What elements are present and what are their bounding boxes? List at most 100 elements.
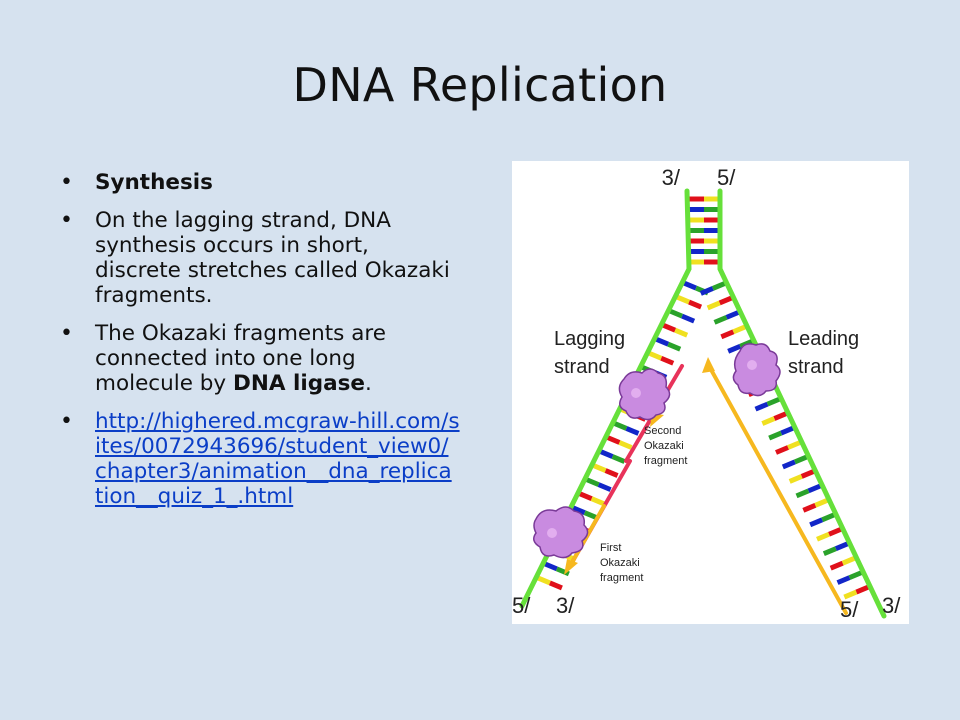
base-pair-half	[802, 503, 817, 513]
left-parental-strand	[519, 188, 692, 609]
polymerase-first-fragment	[533, 506, 589, 559]
base-pair-half	[655, 336, 670, 347]
leading-new-strand	[707, 364, 848, 615]
base-pair-half	[688, 299, 703, 310]
base-pair-half	[843, 589, 858, 600]
label-leading-line2: strand	[788, 356, 844, 378]
polymerase-second-fragment	[618, 368, 671, 421]
label-first-okazaki-3: fragment	[600, 572, 643, 584]
bullet-list: Synthesis On the lagging strand, DNA syn…	[60, 170, 460, 522]
label-top-5prime: 5/	[717, 165, 736, 190]
bullet-ligase-pre: The Okazaki fragments are connected into…	[95, 321, 386, 396]
label-top-3prime: 3/	[662, 165, 681, 190]
base-pair-half	[725, 310, 740, 320]
replication-fork-diagram: 3/ 5/ Lagging strand Leading strand Seco…	[512, 165, 901, 622]
base-pair-half	[683, 280, 698, 291]
base-pair-half	[604, 468, 619, 478]
base-pair-half	[787, 440, 801, 450]
base-pair-half	[754, 401, 769, 412]
base-pair-half	[536, 575, 551, 586]
base-pair-half	[727, 343, 742, 354]
base-pair-half	[788, 474, 803, 484]
base-pair-half	[548, 580, 563, 591]
label-first-okazaki-2: Okazaki	[600, 557, 640, 569]
arrow-leading	[702, 357, 715, 373]
base-pair-half	[660, 355, 675, 366]
base-pair-half	[768, 430, 783, 441]
base-pair-half	[828, 526, 842, 537]
base-pair-half	[761, 416, 776, 426]
base-pair-half	[781, 459, 796, 470]
base-pair-half	[681, 313, 696, 324]
base-pair-half	[780, 425, 795, 436]
base-pair-half	[816, 531, 830, 542]
base-pair-half	[821, 512, 836, 523]
base-pair-half	[766, 396, 781, 407]
label-bottom-right-3prime: 3/	[882, 593, 901, 618]
label-bottom-right-5prime: 5/	[840, 597, 859, 622]
base-pair-half	[732, 324, 747, 335]
base-pair-half	[834, 541, 849, 552]
base-pair-half	[585, 477, 600, 487]
base-pair-half	[718, 295, 733, 306]
base-pair-half	[543, 561, 558, 572]
label-bottom-left-3prime: 3/	[556, 593, 575, 618]
base-pair-half	[669, 308, 684, 319]
base-pair-half	[571, 505, 586, 516]
base-pair-half	[555, 566, 570, 577]
base-pair-half	[829, 560, 844, 571]
label-lagging-line2: strand	[554, 356, 610, 378]
base-pair-half	[706, 300, 721, 311]
base-pair-half	[606, 435, 621, 445]
base-pair-half	[599, 449, 614, 459]
base-pair-half	[720, 329, 735, 340]
animation-link[interactable]: http://highered.mcgraw-hill.com/sites/00…	[95, 409, 460, 509]
base-pair-half	[699, 286, 714, 296]
polymerase-leading	[732, 343, 781, 397]
base-pair-half	[713, 315, 728, 325]
base-pair-half	[793, 454, 808, 465]
base-pair-half	[836, 575, 851, 585]
enzyme-highlights	[547, 360, 757, 538]
bullet-dna-ligase: The Okazaki fragments are connected into…	[60, 321, 460, 396]
base-pair-half	[662, 322, 677, 333]
label-leading-line1: Leading	[788, 328, 859, 350]
arrow-first-fragment	[564, 559, 578, 575]
bullet-synthesis-text: Synthesis	[95, 170, 213, 195]
base-pair-half	[848, 570, 863, 580]
label-second-okazaki-3: fragment	[644, 455, 687, 467]
dna-polymerase-enzymes	[533, 343, 781, 559]
base-pair-half	[795, 488, 810, 499]
base-pair-half	[822, 546, 837, 557]
base-pair-half	[667, 341, 682, 352]
parental-strands	[519, 188, 887, 619]
label-bottom-left-5prime: 5/	[512, 593, 531, 618]
bullet-lagging-strand: On the lagging strand, DNA synthesis occ…	[60, 208, 460, 308]
base-pair-half	[800, 469, 815, 479]
base-pair-half	[674, 327, 689, 338]
base-pair-half	[676, 294, 691, 305]
base-pair-half	[613, 421, 628, 431]
base-pair-half	[711, 281, 726, 291]
bullet-synthesis: Synthesis	[60, 170, 460, 195]
base-pair-half	[597, 482, 612, 492]
base-pair-half	[814, 498, 829, 508]
bullet-ligase-bold: DNA ligase	[233, 371, 365, 396]
base-pair-half	[855, 584, 870, 595]
base-pair-half	[775, 445, 789, 455]
right-parental-strand	[717, 188, 887, 619]
base-pair-half	[807, 483, 822, 494]
bullet-ligase-post: .	[364, 371, 372, 396]
base-pair-half	[625, 426, 640, 436]
slide-title: DNA Replication	[292, 58, 668, 112]
base-pair-half	[648, 350, 663, 361]
label-lagging-line1: Lagging	[554, 328, 625, 350]
label-first-okazaki-1: First	[600, 542, 621, 554]
base-pair-half	[809, 517, 824, 528]
label-second-okazaki-1: Second	[644, 425, 681, 437]
base-pair-half	[592, 463, 607, 473]
base-pair-half	[578, 491, 593, 501]
replication-fork-figure: 3/ 5/ Lagging strand Leading strand Seco…	[512, 161, 909, 624]
bullet-lagging-strand-text: On the lagging strand, DNA synthesis occ…	[95, 208, 450, 308]
